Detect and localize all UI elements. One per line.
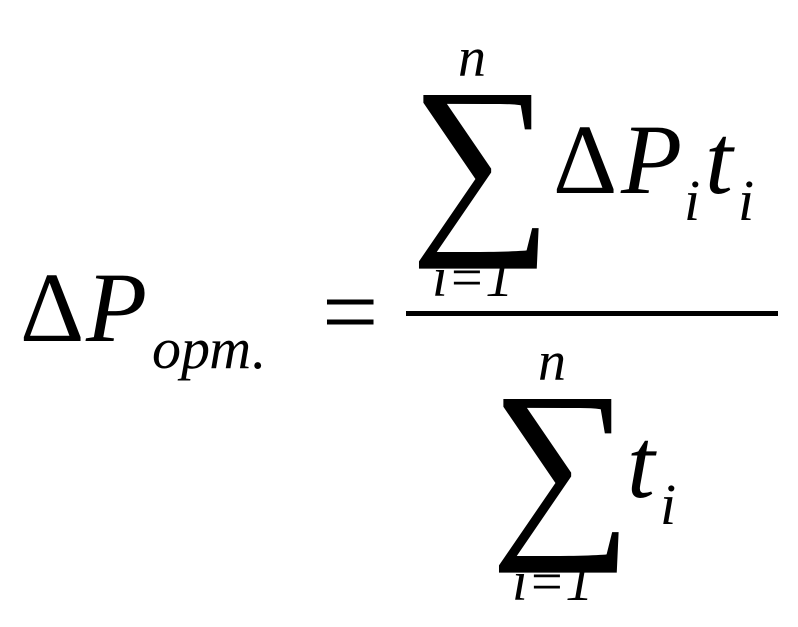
denominator-t-subscript: i xyxy=(660,472,677,537)
lhs-delta-symbol: Δ xyxy=(20,252,85,363)
denominator-sum-symbol: ∑ xyxy=(490,353,633,574)
fraction-line xyxy=(406,311,778,316)
numerator-t-symbol: t xyxy=(705,104,733,215)
denominator-t-symbol: t xyxy=(627,408,655,519)
lhs-p-symbol: P xyxy=(86,252,148,363)
numerator-sum-lower-limit: i=1 xyxy=(432,247,514,309)
lhs-subscript: орт. xyxy=(152,316,267,381)
numerator-sum-symbol: ∑ xyxy=(410,49,553,270)
denominator-sum-upper-limit: n xyxy=(538,331,566,393)
numerator-p-symbol: P xyxy=(621,104,683,215)
numerator-p-subscript: i xyxy=(684,168,701,233)
equals-sign: = xyxy=(322,256,379,367)
numerator-t-subscript: i xyxy=(738,168,755,233)
denominator-sum-lower-limit: i=1 xyxy=(512,551,594,613)
numerator-delta-symbol: Δ xyxy=(553,104,618,215)
numerator-sum-upper-limit: n xyxy=(458,27,486,89)
